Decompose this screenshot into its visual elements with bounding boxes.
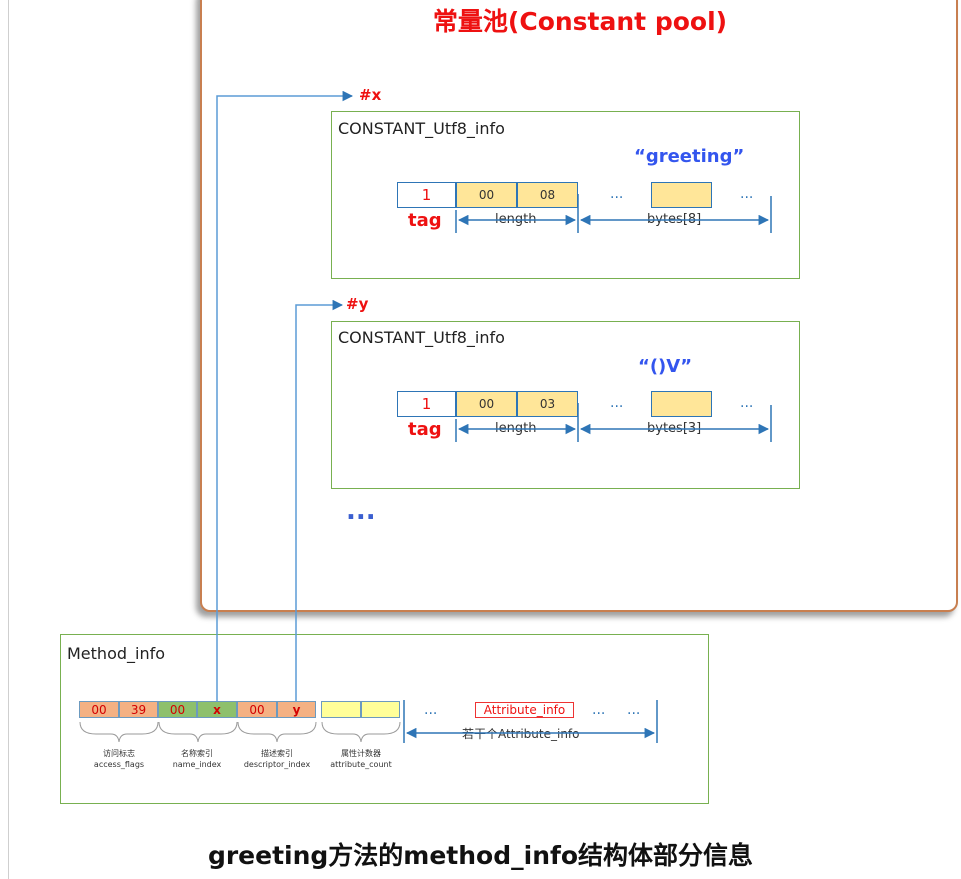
bytes-ellipsis: ...	[610, 186, 624, 202]
tag-label: tag	[408, 419, 442, 440]
length-byte-cell: 00	[456, 391, 517, 417]
ref-x-arrow	[216, 90, 354, 702]
ref-y-arrow	[295, 299, 344, 702]
entry-string-value: “()V”	[638, 356, 693, 377]
field-caption: 描述索引 descriptor_index	[234, 748, 320, 770]
length-byte-cell: 03	[517, 391, 578, 417]
bytes-ellipsis: ...	[740, 186, 754, 202]
caption-en: attribute_count	[330, 760, 392, 769]
caption-zh: 名称索引	[181, 749, 213, 758]
caption-zh: 访问标志	[103, 749, 135, 758]
attribute-count-byte	[321, 701, 361, 718]
field-caption: 属性计数器 attribute_count	[318, 748, 404, 770]
bytes-cell	[651, 182, 712, 208]
caption-en: descriptor_index	[243, 760, 311, 769]
field-caption: 名称索引 name_index	[156, 748, 238, 770]
method-info-panel	[60, 634, 709, 804]
entry-title: CONSTANT_Utf8_info	[338, 119, 505, 138]
caption-en: name_index	[172, 760, 222, 769]
pool-more-ellipsis: ...	[346, 496, 376, 526]
ref-x-label: #x	[359, 86, 382, 104]
name-index-byte: 00	[158, 701, 197, 718]
entry-string-value: “greeting”	[634, 146, 745, 167]
ref-y-label: #y	[346, 295, 369, 313]
page-left-rule	[8, 0, 9, 879]
attribute-count-byte	[361, 701, 400, 718]
method-ellipsis: ...	[424, 702, 438, 718]
access-flags-byte: 00	[79, 701, 119, 718]
caption-zh: 属性计数器	[341, 749, 381, 758]
bytes-ellipsis: ...	[740, 395, 754, 411]
figure-caption: greeting方法的method_info结构体部分信息	[207, 841, 754, 870]
bytes-ellipsis: ...	[610, 395, 624, 411]
field-braces	[79, 721, 401, 743]
length-byte-cell: 08	[517, 182, 578, 208]
method-ellipsis: ...	[627, 702, 641, 718]
attribute-info-box: Attribute_info	[475, 702, 574, 718]
tag-cell: 1	[397, 391, 456, 417]
access-flags-byte: 39	[119, 701, 158, 718]
tag-cell: 1	[397, 182, 456, 208]
method-info-title: Method_info	[67, 644, 166, 663]
length-byte-cell: 00	[456, 182, 517, 208]
caption-zh: 描述索引	[261, 749, 293, 758]
caption-en: access_flags	[93, 760, 145, 769]
bytes-cell	[651, 391, 712, 417]
tag-label: tag	[408, 210, 442, 231]
field-caption: 访问标志 access_flags	[78, 748, 160, 770]
constant-pool-panel	[200, 0, 958, 612]
constant-pool-title: 常量池(Constant pool)	[432, 7, 728, 36]
entry-title: CONSTANT_Utf8_info	[338, 328, 505, 347]
descriptor-index-byte: 00	[237, 701, 277, 718]
method-ellipsis: ...	[592, 702, 606, 718]
